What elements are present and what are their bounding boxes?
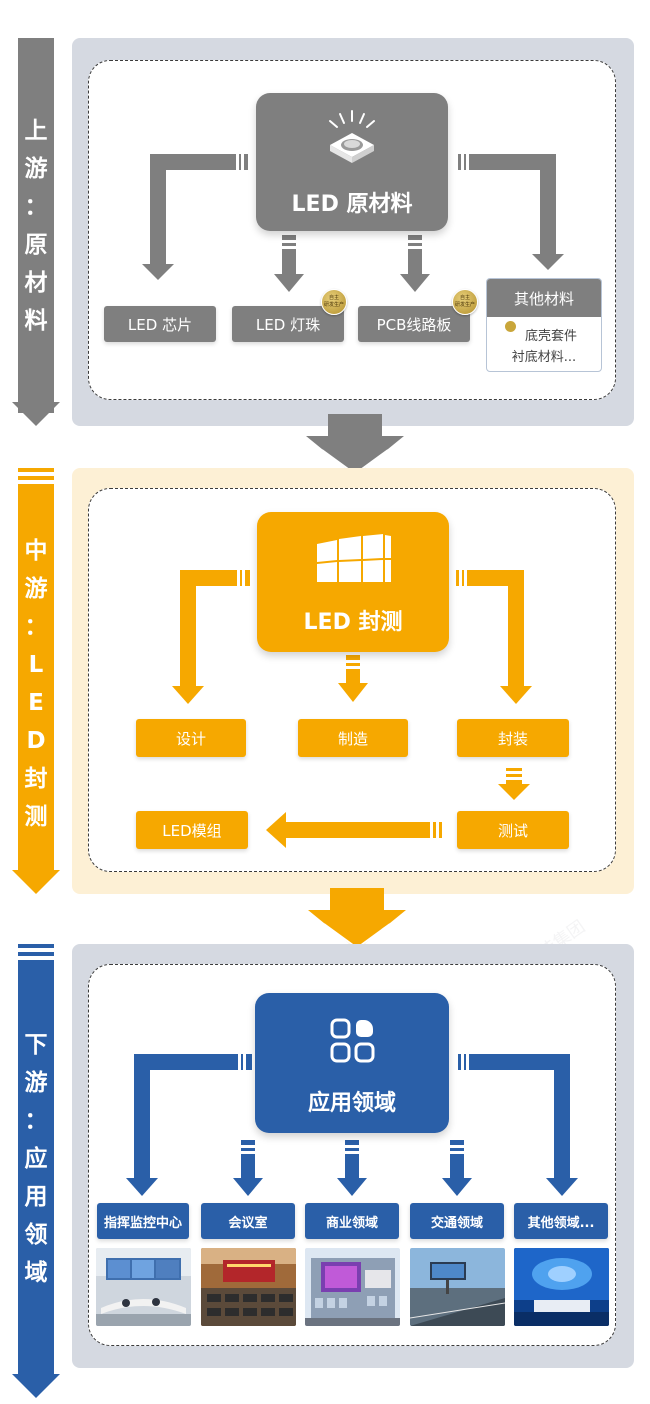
downstream-center-box: 应用领域 [255,993,449,1133]
upstream-item-pcb: PCB线路板 [358,306,470,342]
led-screen-icon [317,534,391,582]
upstream-item-led-chip: LED 芯片 [104,306,216,342]
downstream-side-top-bars [18,944,54,948]
command-center-photo [96,1248,191,1326]
midstream-side-arrow [18,484,54,875]
midstream-item-manufacture: 制造 [298,719,408,757]
upstream-item-label: PCB线路板 [376,315,452,334]
item-label: 商业领域 [325,1215,378,1231]
item-label: 测试 [497,821,528,840]
downstream-side-top-bars [18,952,54,956]
downstream-item-traffic: 交通领域 [410,1203,504,1239]
downstream-item-meeting-room: 会议室 [201,1203,295,1239]
upstream-center-title: LED 原材料 [291,192,413,217]
upstream-connectors [142,154,564,292]
upstream-other-materials: 其他材料 底壳套件 衬底材料... [486,278,602,372]
self-developed-badge-icon: 自主研发生产 [321,289,347,315]
self-developed-badge-icon: 自主研发生产 [452,289,478,315]
midstream-center-box: LED 封测 [257,512,449,652]
downstream-side-arrow [18,960,54,1380]
downstream-item-commercial: 商业领域 [305,1203,399,1239]
downstream-side-arrowhead [12,1374,60,1398]
app-grid-icon [330,1018,375,1063]
midstream-side-top-bars [18,476,54,480]
upstream-side-arrow [18,38,54,413]
other-materials-line: 底壳套件 [524,329,577,344]
midstream-item-test: 测试 [457,811,569,849]
downstream-item-other: 其他领域... [514,1203,608,1239]
other-materials-line: 衬底材料... [511,350,577,365]
midstream-side-arrowhead [12,870,60,894]
item-label: 设计 [175,729,206,748]
upstream-center-box: LED 原材料 [256,93,448,231]
item-label: 制造 [337,729,368,748]
transition-arrow-upstream-midstream [306,414,404,476]
item-label: 会议室 [228,1215,268,1231]
coin-icon [505,321,516,332]
downstream-item-command-center: 指挥监控中心 [97,1203,189,1239]
midstream-item-package: 封装 [457,719,569,757]
midstream-side-top-bars [18,468,54,472]
item-label: 交通领域 [430,1215,483,1231]
downstream-side-label: 下游：应用领域 [24,1032,48,1286]
item-label: LED模组 [162,821,222,840]
other-materials-title: 其他材料 [487,279,601,317]
upstream-side-label: 上游：原材料 [24,118,48,334]
led-chip-icon [329,110,375,163]
upstream-item-label: LED 芯片 [127,315,193,334]
item-label: 其他领域... [527,1215,595,1231]
midstream-item-design: 设计 [136,719,246,757]
midstream-center-title: LED 封测 [303,610,403,635]
item-label: 封装 [497,729,528,748]
traffic-photo [410,1248,505,1326]
item-label: 指挥监控中心 [103,1215,182,1231]
midstream-item-led-module: LED模组 [136,811,248,849]
commercial-photo [305,1248,400,1326]
upstream-item-label: LED 灯珠 [255,315,321,334]
other-field-photo [514,1248,609,1326]
downstream-center-title: 应用领域 [307,1091,396,1116]
midstream-connectors [172,570,532,848]
meeting-room-photo [201,1248,296,1326]
upstream-side-arrowhead [12,402,60,426]
